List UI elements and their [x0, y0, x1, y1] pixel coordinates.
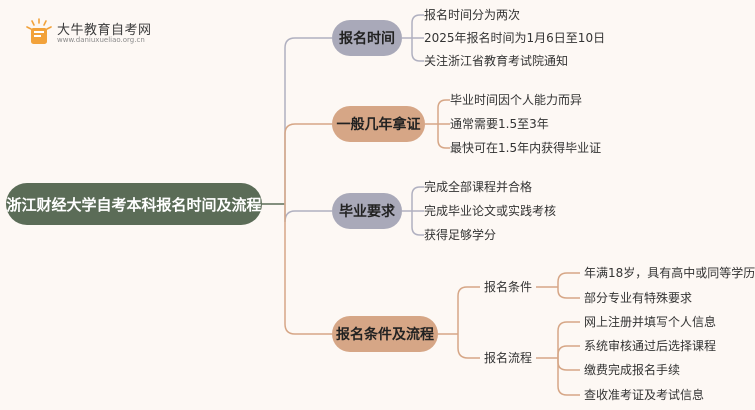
leaf-follow-notice: 关注浙江省教育考试院通知 [424, 54, 569, 68]
book-logo-icon [26, 18, 52, 44]
branch-graduation-requirements: 毕业要求 [332, 193, 402, 229]
sub-registration-steps: 报名流程 [484, 351, 533, 365]
leaf-admission-ticket: 查收准考证及考试信息 [584, 388, 705, 402]
branch-years-to-certificate: 一般几年拿证 [332, 106, 425, 142]
leaf-online-register: 网上注册并填写个人信息 [584, 315, 717, 329]
logo-title: 大牛教育自考网 [57, 23, 152, 38]
leaf-time-varies: 毕业时间因个人能力而异 [450, 93, 583, 107]
leaf-thesis: 完成毕业论文或实践考核 [424, 204, 557, 218]
leaf-two-sessions: 报名时间分为两次 [424, 8, 521, 22]
leaf-pay-fees: 缴费完成报名手续 [584, 363, 681, 377]
branch-registration-time: 报名时间 [332, 20, 402, 56]
leaf-pass-courses: 完成全部课程并合格 [424, 180, 533, 194]
root-node: 浙江财经大学自考本科报名时间及流程 [6, 183, 262, 225]
logo-url: www.daniuxueli​ao.org.cn [57, 36, 145, 44]
branch-registration-process: 报名条件及流程 [332, 316, 438, 352]
leaf-credits: 获得足够学分 [424, 228, 497, 242]
leaf-fastest-duration: 最快可在1.5年内获得毕业证 [450, 141, 602, 155]
leaf-age-education: 年满18岁，具有高中或同等学历 [584, 266, 755, 280]
leaf-special-requirements: 部分专业有特殊要求 [584, 291, 693, 305]
leaf-select-courses: 系统审核通过后选择课程 [584, 339, 717, 353]
leaf-usual-duration: 通常需要1.5至3年 [450, 117, 549, 131]
site-logo: 大牛教育自考网 www.daniuxueli​ao.org.cn [24, 17, 214, 49]
leaf-2025-dates: 2025年报名时间为1月6日至10日 [424, 31, 606, 45]
sub-registration-conditions: 报名条件 [484, 280, 533, 294]
